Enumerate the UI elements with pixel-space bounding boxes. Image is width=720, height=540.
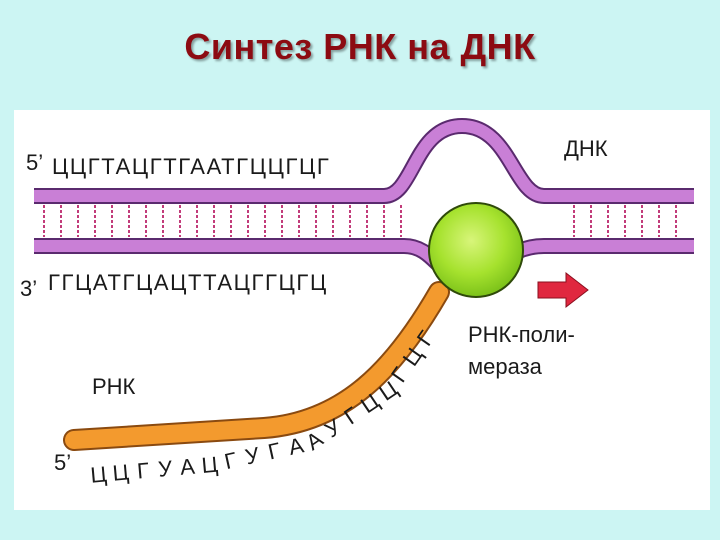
slide-title: Синтез РНК на ДНК	[184, 26, 536, 67]
rna-5prime: 5’	[54, 450, 71, 475]
transcription-diagram: 5’ ЦЦГТАЦГТГААТГЦЦГЦГ ДНК 3’ ГГЦАТГЦАЦТТ…	[14, 110, 710, 510]
rna-sequence-letter: Г	[266, 437, 285, 464]
rna-sequence-letter: Ц	[89, 461, 109, 487]
dna-top-sequence: ЦЦГТАЦГТГААТГЦЦГЦГ	[52, 154, 330, 179]
dna-bottom-sequence: ГГЦАТГЦАЦТТАЦГГЦГЦ	[48, 270, 328, 295]
rna-polymerase-blob	[428, 202, 524, 298]
rna-sequence-letter: А	[286, 432, 307, 460]
rna-sequence-letter: А	[179, 454, 197, 480]
dna-top-strand-fill	[34, 119, 694, 202]
dna-bottom-3prime: 3’	[20, 276, 37, 301]
polymerase-label-line1: РНК-поли-	[468, 322, 575, 347]
rna-sequence-letter: Г	[222, 447, 241, 474]
rna-label: РНК	[92, 374, 136, 399]
rna-sequence-letter: У	[157, 455, 175, 481]
rna-sequence-letter: У	[243, 442, 264, 470]
polymerase-label-line2: мераза	[468, 354, 543, 379]
direction-arrow-icon	[537, 271, 589, 309]
rna-strand-fill	[65, 283, 448, 449]
dna-label: ДНК	[564, 136, 608, 161]
base-pair-rungs	[43, 205, 677, 237]
rna-sequence-letter: Ц	[201, 451, 221, 477]
rna-sequence-letter: Г	[136, 458, 152, 484]
dna-top-5prime: 5’	[26, 150, 43, 175]
rna-sequence-letter: Ц	[112, 459, 132, 485]
diagram-canvas: 5’ ЦЦГТАЦГТГААТГЦЦГЦГ ДНК 3’ ГГЦАТГЦАЦТТ…	[20, 117, 694, 488]
